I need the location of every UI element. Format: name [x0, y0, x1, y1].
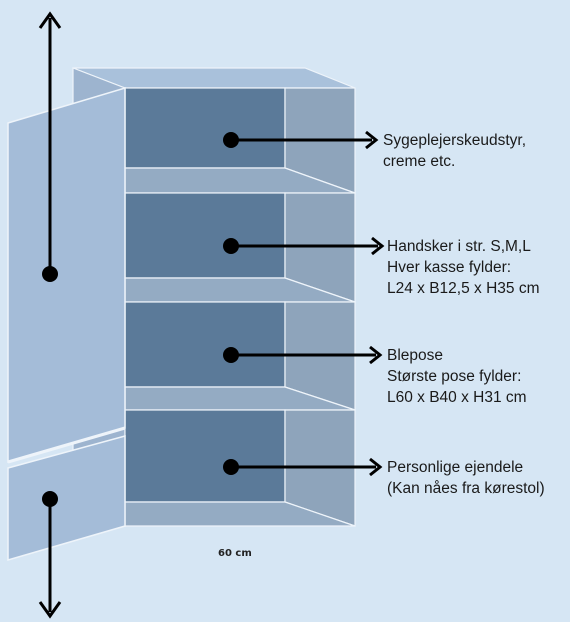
shelf-label-blepose: Blepose Største pose fylder: L60 x B40 x… [387, 345, 527, 408]
label-line: Største pose fylder: [387, 368, 522, 385]
shelf-label-handsker: Handsker i str. S,M,L Hver kasse fylder:… [387, 236, 540, 299]
label-line: Blepose [387, 347, 444, 364]
door-gap [7, 426, 126, 464]
label-line: (Kan nåes fra kørestol) [387, 480, 545, 497]
right-arrow-icon [371, 236, 385, 256]
pointer-arrow-1 [223, 130, 379, 150]
label-line: Handsker i str. S,M,L [387, 238, 531, 255]
pointer-arrow-3 [223, 345, 383, 365]
right-arrow-icon [369, 345, 383, 365]
shelf-label-sygeplejerskeudstyr: Sygeplejerskeudstyr, creme etc. [383, 130, 526, 172]
label-line: Hver kasse fylder: [387, 259, 512, 276]
pointer-arrow-4 [223, 457, 383, 477]
lower-door [7, 435, 126, 561]
label-line: creme etc. [383, 153, 456, 170]
shelf-label-personlige-ejendele: Personlige ejendele (Kan nåes fra kørest… [387, 457, 545, 499]
upper-door [7, 86, 126, 463]
right-arrow-icon [365, 130, 379, 150]
label-line: L60 x B40 x H31 cm [387, 389, 527, 406]
label-line: L24 x B12,5 x H35 cm [387, 280, 540, 297]
width-dimension-label: 60 cm [218, 548, 252, 559]
label-line: Sygeplejerskeudstyr, [383, 132, 527, 149]
right-arrow-icon [369, 457, 383, 477]
label-line: Personlige ejendele [387, 459, 524, 476]
pointer-arrow-2 [223, 236, 385, 256]
down-arrow-icon [38, 491, 62, 619]
up-arrow-icon [38, 11, 62, 282]
shelf-compartment-3 [124, 301, 356, 411]
